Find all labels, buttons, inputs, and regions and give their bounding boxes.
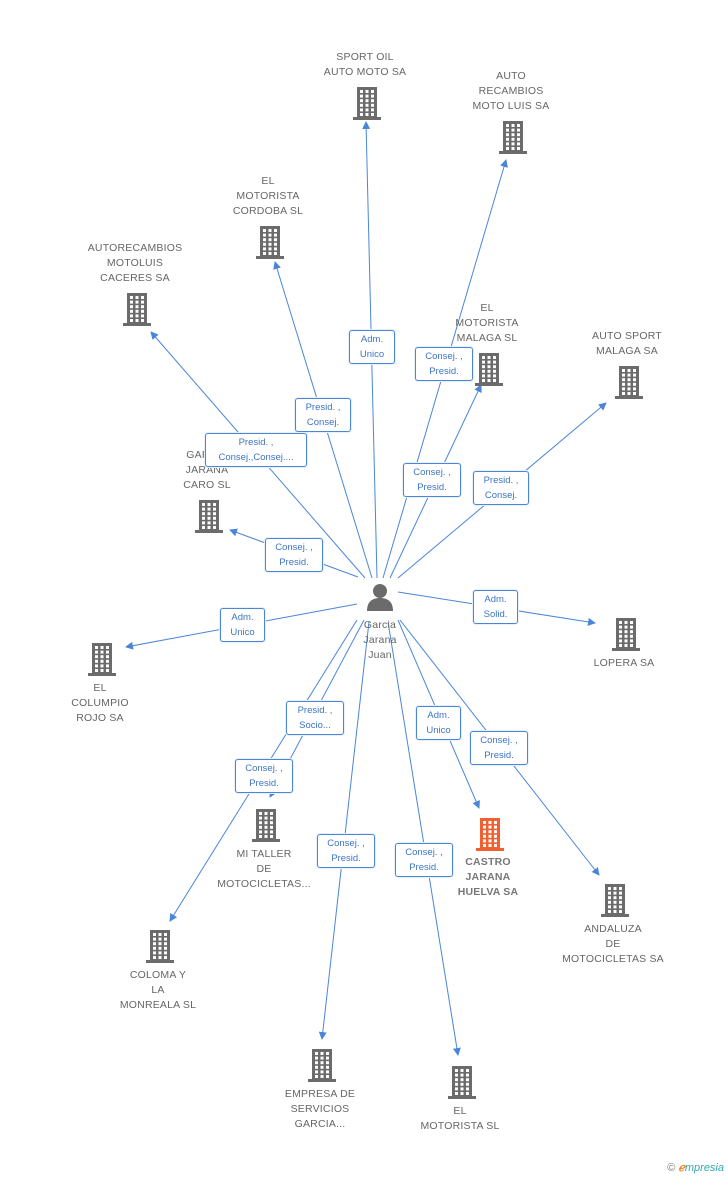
relationship-label[interactable]: Consej. , Presid.: [403, 463, 461, 497]
building-icon[interactable]: [85, 641, 119, 677]
relationship-label[interactable]: Consej. , Presid.: [317, 834, 375, 868]
relationship-label[interactable]: Consej. , Presid.: [415, 347, 473, 381]
relationship-label[interactable]: Adm. Unico: [416, 706, 461, 740]
relationship-label[interactable]: Consej. , Presid.: [395, 843, 453, 877]
copyright-symbol: ©: [667, 1162, 676, 1174]
relationship-label[interactable]: Presid. , Consej.,Consej....: [205, 433, 307, 467]
relationship-label[interactable]: Consej. , Presid.: [235, 759, 293, 793]
relationship-label[interactable]: Adm. Unico: [349, 330, 395, 364]
company-label[interactable]: AUTORECAMBIOS MOTOLUIS CACERES SA: [87, 242, 183, 284]
relationship-label[interactable]: Presid. , Socio...: [286, 701, 344, 735]
building-icon[interactable]: [612, 364, 646, 400]
building-icon[interactable]: [472, 351, 506, 387]
building-icon[interactable]: [143, 928, 177, 964]
empresia-logo: ©ℯmpresia: [667, 1161, 724, 1174]
building-icon[interactable]: [609, 616, 643, 652]
brand-e: ℯ: [678, 1162, 685, 1174]
brand-text: mpresia: [684, 1162, 724, 1174]
company-label[interactable]: CASTRO JARANA HUELVA SA: [457, 856, 519, 898]
company-label[interactable]: EL COLUMPIO ROJO SA: [71, 682, 129, 724]
building-icon[interactable]: [192, 498, 226, 534]
company-label[interactable]: SPORT OIL AUTO MOTO SA: [323, 51, 407, 78]
company-label[interactable]: COLOMA Y LA MONREALA SL: [119, 969, 197, 1011]
building-icon[interactable]: [120, 291, 154, 327]
company-label[interactable]: EL MOTORISTA SL: [420, 1105, 500, 1132]
relationship-label[interactable]: Presid. , Consej.: [295, 398, 351, 432]
edge-line: [387, 621, 461, 1056]
company-label[interactable]: LOPERA SA: [593, 657, 655, 669]
building-icon[interactable]: [253, 224, 287, 260]
relationship-label[interactable]: Adm. Solid.: [473, 590, 518, 624]
company-label[interactable]: ANDALUZA DE MOTOCICLETAS SA: [562, 923, 664, 965]
company-label[interactable]: EL MOTORISTA MALAGA SL: [455, 302, 519, 344]
company-label[interactable]: EL MOTORISTA CORDOBA SL: [232, 175, 304, 217]
building-icon[interactable]: [350, 85, 384, 121]
building-icon[interactable]: [445, 1064, 479, 1100]
person-name[interactable]: Garcia Jarana Juan: [363, 619, 397, 661]
relationship-label[interactable]: Adm. Unico: [220, 608, 265, 642]
building-icon[interactable]: [473, 816, 507, 852]
company-label[interactable]: AUTO RECAMBIOS MOTO LUIS SA: [472, 70, 550, 112]
relationship-label[interactable]: Consej. , Presid.: [265, 538, 323, 572]
company-label[interactable]: MI TALLER DE MOTOCICLETAS...: [217, 848, 311, 890]
company-label[interactable]: AUTO SPORT MALAGA SA: [592, 330, 662, 357]
company-label[interactable]: EMPRESA DE SERVICIOS GARCIA...: [284, 1088, 356, 1130]
building-icon[interactable]: [305, 1047, 339, 1083]
building-icon[interactable]: [249, 807, 283, 843]
relationship-label[interactable]: Presid. , Consej.: [473, 471, 529, 505]
building-icon[interactable]: [496, 119, 530, 155]
edge-line: [318, 621, 370, 1040]
person-icon[interactable]: [365, 582, 395, 617]
relationship-label[interactable]: Consej. , Presid.: [470, 731, 528, 765]
building-icon[interactable]: [598, 882, 632, 918]
